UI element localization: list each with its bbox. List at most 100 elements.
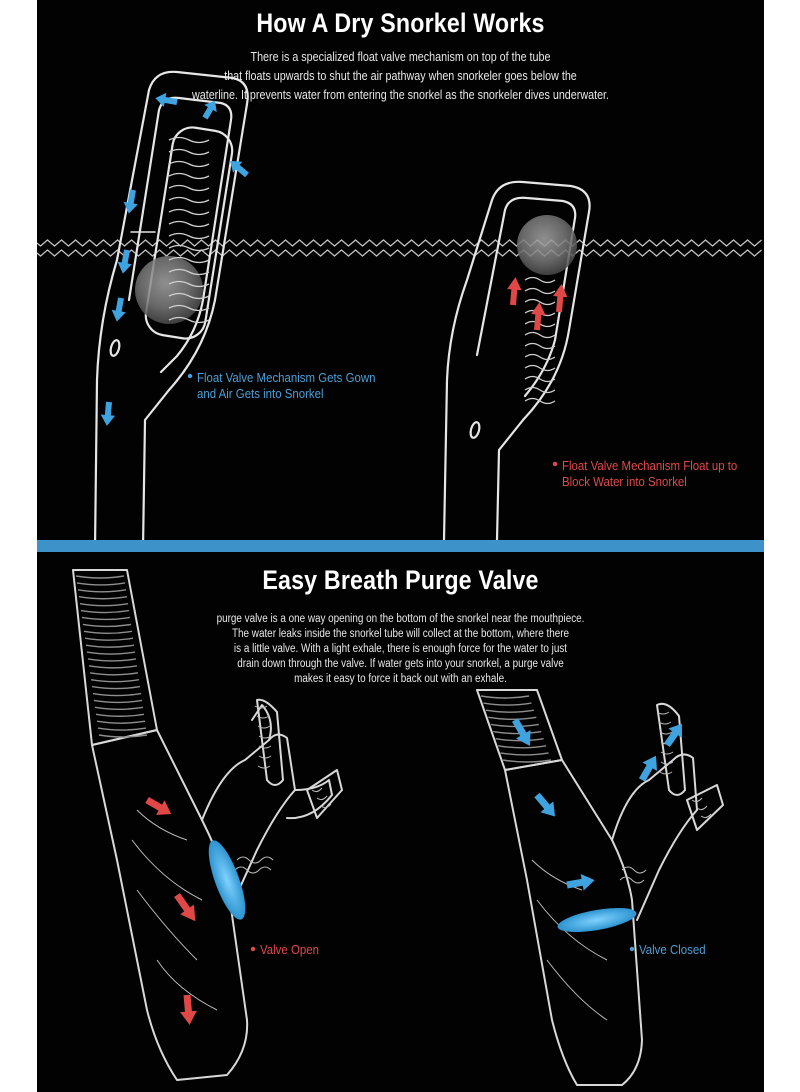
purge-valve-closed	[557, 907, 637, 933]
purge-line-2: The water leaks inside the snorkel tube …	[232, 628, 569, 640]
exhale-arrows	[511, 718, 683, 891]
squiggle-line	[524, 331, 556, 339]
hose-rib	[82, 623, 132, 628]
section-divider	[37, 540, 764, 552]
squiggle-line	[168, 208, 210, 216]
hose-rib	[78, 596, 128, 600]
hose-rib	[81, 616, 131, 621]
squiggle-line	[168, 256, 210, 264]
hose-rib	[85, 644, 135, 648]
hose-rib	[84, 637, 134, 641]
flow-arrow	[174, 892, 196, 922]
squiggle-line	[168, 280, 210, 288]
squiggle-line	[524, 287, 556, 295]
squiggle-line	[524, 397, 556, 405]
hose-rib	[93, 699, 143, 704]
label-valve-closed: Valve Closed	[639, 942, 706, 957]
flow-arrow	[111, 297, 126, 322]
squiggle-line	[168, 304, 210, 312]
squiggle-line	[168, 220, 210, 228]
corrugated-hose-left	[75, 575, 148, 738]
label-valve-down-line-2: and Air Gets into Snorkel	[197, 386, 324, 401]
hose-rib	[483, 702, 532, 706]
squiggle-line	[168, 232, 210, 240]
squiggle-line	[168, 244, 210, 252]
flow-arrow	[507, 277, 522, 306]
illustration-canvas	[37, 70, 764, 1086]
bullet-dot-down	[187, 373, 193, 379]
squiggle-line	[168, 196, 210, 204]
flow-arrow	[534, 792, 555, 817]
hose-rib	[497, 745, 547, 749]
hose-rib	[95, 713, 145, 717]
float-valve-ball-down	[135, 256, 203, 324]
purge-valve-open	[208, 840, 246, 920]
label-valve-open: Valve Open	[260, 942, 319, 957]
float-up-arrows	[507, 277, 568, 331]
flow-arrow	[180, 994, 197, 1025]
hose-rib	[79, 602, 129, 607]
squiggle-line	[168, 316, 210, 324]
squiggle-line	[524, 353, 556, 361]
description-line-1: There is a specialized float valve mecha…	[250, 50, 551, 64]
waterline	[37, 239, 762, 257]
float-valve-ball-up	[517, 215, 577, 275]
bullet-dot-open	[250, 946, 256, 952]
hose-rib	[97, 727, 147, 731]
hose-rib	[485, 709, 535, 713]
label-valve-up: Float Valve Mechanism Float up to Block …	[562, 458, 737, 490]
flow-arrow	[202, 100, 217, 120]
drain-arrows	[145, 796, 197, 1025]
squiggle-line	[524, 375, 556, 383]
squiggle-line	[168, 184, 210, 192]
squiggle-line	[524, 364, 556, 372]
flow-arrow	[664, 723, 683, 748]
flow-arrow	[230, 160, 249, 178]
squiggle-line	[168, 268, 210, 276]
purge-valve-title: Easy Breath Purge Valve	[262, 565, 539, 595]
flow-arrow	[100, 401, 116, 426]
label-valve-down: Float Valve Mechanism Gets Gown and Air …	[197, 370, 375, 402]
hose-rib	[480, 695, 530, 699]
squiggle-line	[168, 136, 210, 144]
hose-rib	[502, 759, 552, 763]
purge-snorkel-right	[476, 689, 724, 1086]
mouthpiece-texture-right	[531, 711, 712, 1021]
label-valve-down-line-1: Float Valve Mechanism Gets Gown	[197, 370, 376, 385]
purge-line-3: is a little valve. With a light exhale, …	[233, 643, 568, 655]
bullet-dot-up	[552, 461, 558, 467]
hose-rib	[86, 651, 136, 655]
hose-rib	[493, 730, 542, 735]
flow-arrow	[511, 718, 531, 746]
hose-rib	[488, 716, 537, 721]
flow-arrow	[553, 284, 568, 313]
purge-valve-description: purge valve is a one way opening on the …	[88, 612, 713, 687]
description-line-3: waterline. It prevents water from enteri…	[191, 88, 610, 102]
purge-line-1: purge valve is a one way opening on the …	[216, 613, 585, 625]
hose-rib	[94, 706, 144, 711]
hose-rib	[87, 658, 137, 662]
hose-rib	[89, 672, 139, 676]
hose-rib	[500, 752, 549, 756]
squiggle-line	[168, 148, 210, 156]
hose-rib	[83, 630, 133, 635]
squiggle-line	[524, 298, 556, 306]
label-valve-up-line-2: Block Water into Snorkel	[562, 474, 687, 489]
hose-rib	[91, 685, 141, 690]
hose-rib	[76, 582, 126, 586]
hose-rib	[80, 609, 130, 614]
dry-snorkel-title: How A Dry Snorkel Works	[256, 8, 545, 38]
description-line-2: that floats upwards to shut the air path…	[224, 69, 577, 83]
hose-rib	[75, 575, 125, 579]
flow-arrow	[531, 302, 546, 331]
squiggle-line	[524, 386, 556, 394]
hose-rib	[96, 720, 146, 724]
bullet-dot-closed	[629, 946, 635, 952]
flow-arrow	[145, 796, 172, 815]
purge-line-4: drain down through the valve. If water g…	[237, 658, 564, 670]
hose-rib	[90, 679, 140, 683]
hose-rib	[77, 589, 127, 593]
squiggle-line	[168, 172, 210, 180]
corrugated-hose-right	[480, 695, 552, 763]
flow-arrow	[123, 189, 138, 214]
